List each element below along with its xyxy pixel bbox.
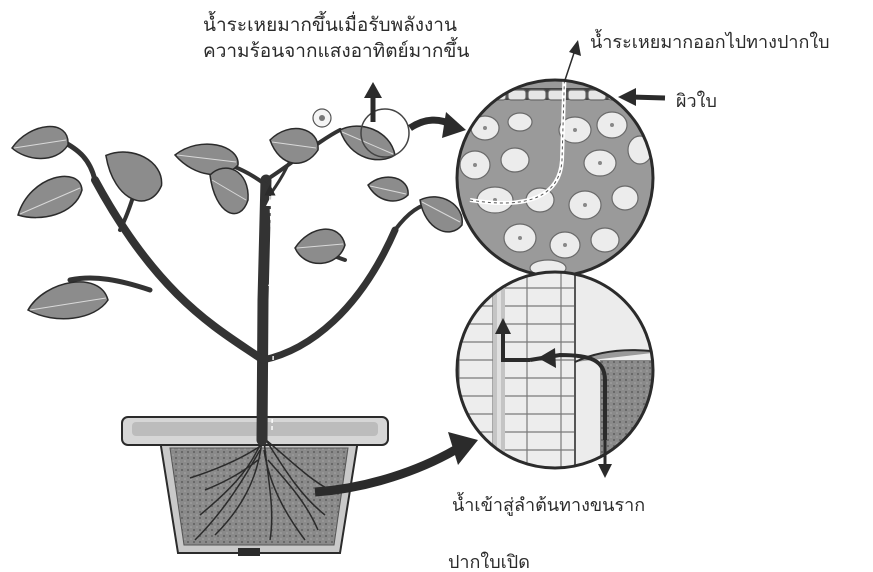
root-entry-label: น้ำเข้าสู่ลำต้นทางขนราก [452, 490, 645, 519]
root-cross-section [455, 270, 660, 470]
leaf-cross-section [455, 60, 655, 276]
flower-icon [313, 109, 331, 127]
xylem-water-path [270, 190, 274, 430]
stoma-exit-label: น้ำระเหยมากออกไปทางปากใบ [590, 27, 830, 56]
evaporation-label: น้ำระเหยมากขึ้นเมื่อรับพลังงาน ความร้อนจ… [203, 12, 469, 64]
sun-arrow-icon [364, 82, 382, 122]
leaf-zoom-arrow [410, 112, 466, 138]
stoma-exit-arrow [565, 40, 581, 80]
epidermis-pointer [618, 88, 665, 106]
evaporation-label-line2: ความร้อนจากแสงอาทิตย์มากขึ้น [203, 38, 469, 64]
stoma-open-label: ปากใบเปิด [448, 547, 530, 572]
epidermis-label: ผิวใบ [676, 86, 717, 115]
evaporation-label-line1: น้ำระเหยมากขึ้นเมื่อรับพลังงาน [203, 12, 469, 38]
